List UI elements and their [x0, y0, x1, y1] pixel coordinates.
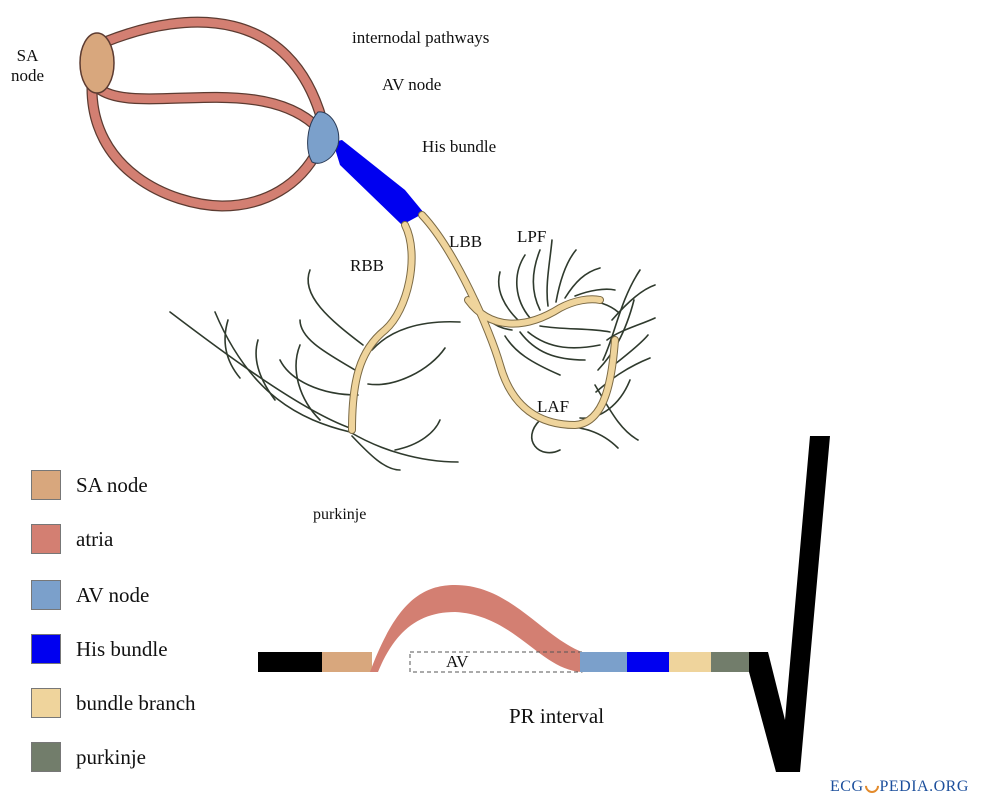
- label-rbb: RBB: [350, 257, 384, 274]
- legend-swatch: [31, 634, 61, 664]
- label-av-node: AV node: [382, 76, 441, 93]
- label-purkinje: purkinje: [313, 507, 366, 523]
- av-node-shape: [308, 112, 339, 163]
- his-bundle-shape: [333, 140, 424, 225]
- label-laf: LAF: [537, 398, 569, 415]
- legend-label: atria: [76, 529, 113, 550]
- label-internodal-pathways: internodal pathways: [352, 29, 489, 46]
- brand-logo: ECG PEDIA.ORG: [830, 778, 969, 796]
- legend-label: bundle branch: [76, 693, 196, 714]
- legend-item-his-bundle: His bundle: [31, 634, 291, 664]
- legend-label: His bundle: [76, 639, 168, 660]
- timeline-atria-wave: [370, 585, 582, 672]
- label-lpf: LPF: [517, 228, 546, 245]
- legend-swatch: [31, 742, 61, 772]
- timeline-av-segment: [580, 652, 627, 672]
- timeline-his-segment: [627, 652, 669, 672]
- legend-item-sa-node: SA node: [31, 470, 291, 500]
- label-his-bundle: His bundle: [422, 138, 496, 155]
- legend-label: AV node: [76, 585, 149, 606]
- legend-item-purkinje: purkinje: [31, 742, 291, 772]
- sa-node-shape: [80, 33, 114, 93]
- legend-swatch: [31, 688, 61, 718]
- legend-swatch: [31, 580, 61, 610]
- timeline-sa-segment: [322, 652, 372, 672]
- label-lbb: LBB: [449, 233, 482, 250]
- bundle-branches: [352, 215, 615, 430]
- label-sa-node: SA node: [11, 46, 44, 86]
- heart-curve-icon: [862, 776, 882, 796]
- av-box-label: AV: [446, 652, 468, 672]
- timeline-purkinje-segment: [711, 652, 749, 672]
- legend-item-atria: atria: [31, 524, 291, 554]
- timeline-branch-segment: [669, 652, 711, 672]
- legend-label: purkinje: [76, 747, 146, 768]
- legend-swatch: [31, 470, 61, 500]
- legend-item-av-node: AV node: [31, 580, 291, 610]
- legend-swatch: [31, 524, 61, 554]
- pr-interval-label: PR interval: [509, 704, 604, 729]
- legend-item-bundle-branch: bundle branch: [31, 688, 291, 718]
- brand-text-left: ECG: [830, 778, 864, 795]
- qrs-complex: [749, 436, 830, 772]
- internodal-pathways: [92, 22, 322, 206]
- brand-text-right: PEDIA.ORG: [880, 778, 969, 795]
- legend-label: SA node: [76, 475, 148, 496]
